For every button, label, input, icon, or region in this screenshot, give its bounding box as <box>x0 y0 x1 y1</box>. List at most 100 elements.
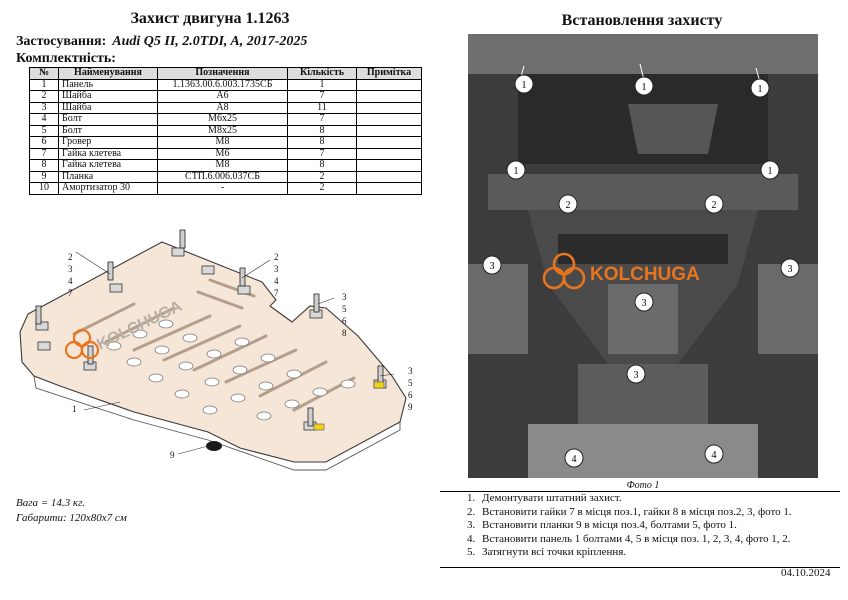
header-number: № <box>29 67 59 80</box>
svg-text:4: 4 <box>712 450 717 461</box>
marker-4a: 4 <box>564 448 584 468</box>
callout-b-3: 4 <box>274 276 279 286</box>
header-note: Примітка <box>356 67 422 80</box>
cell-note <box>356 147 422 160</box>
svg-text:1: 1 <box>768 166 773 177</box>
cell-number: 5 <box>29 124 59 137</box>
marker-3a: 3 <box>482 255 502 275</box>
svg-text:1: 1 <box>522 80 527 91</box>
cell-quantity: 11 <box>287 101 357 114</box>
cell-number: 8 <box>29 159 59 172</box>
cell-number: 6 <box>29 136 59 149</box>
panel-holes <box>106 319 356 421</box>
callout-b-2: 3 <box>274 264 279 274</box>
callout-c-4: 8 <box>342 328 347 338</box>
dimensions-text: Габарити: 120х80х7 см <box>16 512 127 524</box>
marker-1e: 1 <box>760 160 780 180</box>
installation-title: Встановлення захисту <box>561 12 723 29</box>
cell-number: 7 <box>29 147 59 160</box>
cell-quantity: 2 <box>287 182 357 195</box>
step-item: Демонтувати штатний захист. <box>478 492 840 506</box>
cell-quantity: 8 <box>287 136 357 149</box>
cell-designation: - <box>157 182 288 195</box>
cell-name: Шайба <box>58 90 158 103</box>
cell-note <box>356 101 422 114</box>
svg-text:3: 3 <box>490 261 495 272</box>
cell-note <box>356 78 422 91</box>
svg-text:2: 2 <box>566 200 571 211</box>
callout-c-2: 5 <box>342 304 347 314</box>
marker-3d: 3 <box>626 364 646 384</box>
marker-2a: 2 <box>558 194 578 214</box>
cell-name: Панель <box>58 78 158 91</box>
cell-designation: М6х25 <box>157 113 288 126</box>
callouts: 2 3 4 7 2 3 4 7 3 5 6 8 3 5 6 9 1 9 <box>68 252 413 460</box>
svg-text:3: 3 <box>788 264 793 275</box>
cell-designation: М8х25 <box>157 124 288 137</box>
step-item: Встановити планки 9 в місця поз.4, болта… <box>478 519 840 533</box>
kit-heading: Комплектність: <box>16 51 116 66</box>
bolt-icons <box>35 229 384 427</box>
svg-text:2: 2 <box>712 200 717 211</box>
cell-name: Амортизатор 30 <box>58 182 158 195</box>
document-date: 04.10.2024 <box>781 567 831 579</box>
marker-3b: 3 <box>780 258 800 278</box>
cell-number: 3 <box>29 101 59 114</box>
kolchuga-logo <box>64 328 100 360</box>
callout-d-4: 9 <box>408 402 413 412</box>
leader-lines <box>75 251 395 455</box>
marker-2b: 2 <box>704 194 724 214</box>
cell-quantity: 7 <box>287 113 357 126</box>
photo-logo-text: KOLCHUGA <box>590 264 700 285</box>
cell-number: 1 <box>29 78 59 91</box>
panel-edge <box>33 375 401 471</box>
svg-text:1: 1 <box>642 82 647 93</box>
svg-text:3: 3 <box>642 298 647 309</box>
callout-a-2: 3 <box>68 264 73 274</box>
svg-text:4: 4 <box>572 454 577 465</box>
damper-icons <box>313 381 385 431</box>
cell-note <box>356 170 422 183</box>
svg-text:1: 1 <box>514 166 519 177</box>
cell-number: 10 <box>29 182 59 195</box>
cell-number: 4 <box>29 113 59 126</box>
step-item: Встановити панель 1 болтами 4, 5 в місця… <box>478 533 840 547</box>
table-header-row: № Найменування Позначення Кількість Прим… <box>29 67 422 80</box>
cell-designation: М8 <box>157 136 288 149</box>
photo-kolchuga-logo <box>542 252 586 290</box>
cell-quantity: 7 <box>287 147 357 160</box>
photo-caption: Фото 1 <box>626 480 660 491</box>
cell-number: 2 <box>29 90 59 103</box>
cell-quantity: 8 <box>287 124 357 137</box>
marker-1c: 1 <box>750 67 770 98</box>
marker-4b: 4 <box>704 444 724 464</box>
cell-quantity: 7 <box>287 90 357 103</box>
callout-c-1: 3 <box>342 292 347 302</box>
application-line: Застосування:Audi Q5 II, 2.0TDI, A, 2017… <box>16 34 307 50</box>
cell-note <box>356 159 422 172</box>
cell-designation: М8 <box>157 159 288 172</box>
application-label: Застосування: <box>16 34 107 49</box>
cell-designation: 1.1363.00.6.003.1735СБ <box>157 78 288 91</box>
cell-designation: СТП.6.006.037СБ <box>157 170 288 183</box>
installation-photo: KOLCHUGA 1 1 1 1 1 2 2 3 3 3 3 4 4 <box>468 34 818 478</box>
callout-d-3: 6 <box>408 390 413 400</box>
cell-designation: М6 <box>157 147 288 160</box>
cell-note <box>356 136 422 149</box>
steps-list: Демонтувати штатний захист. Встановити г… <box>440 492 840 560</box>
parts-table: № Найменування Позначення Кількість Прим… <box>29 67 422 195</box>
header-name: Найменування <box>58 67 158 80</box>
panel-ribs <box>72 278 356 412</box>
callout-d-2: 5 <box>408 378 413 388</box>
callout-c-3: 6 <box>342 316 347 326</box>
cell-note <box>356 90 422 103</box>
cell-note <box>356 124 422 137</box>
